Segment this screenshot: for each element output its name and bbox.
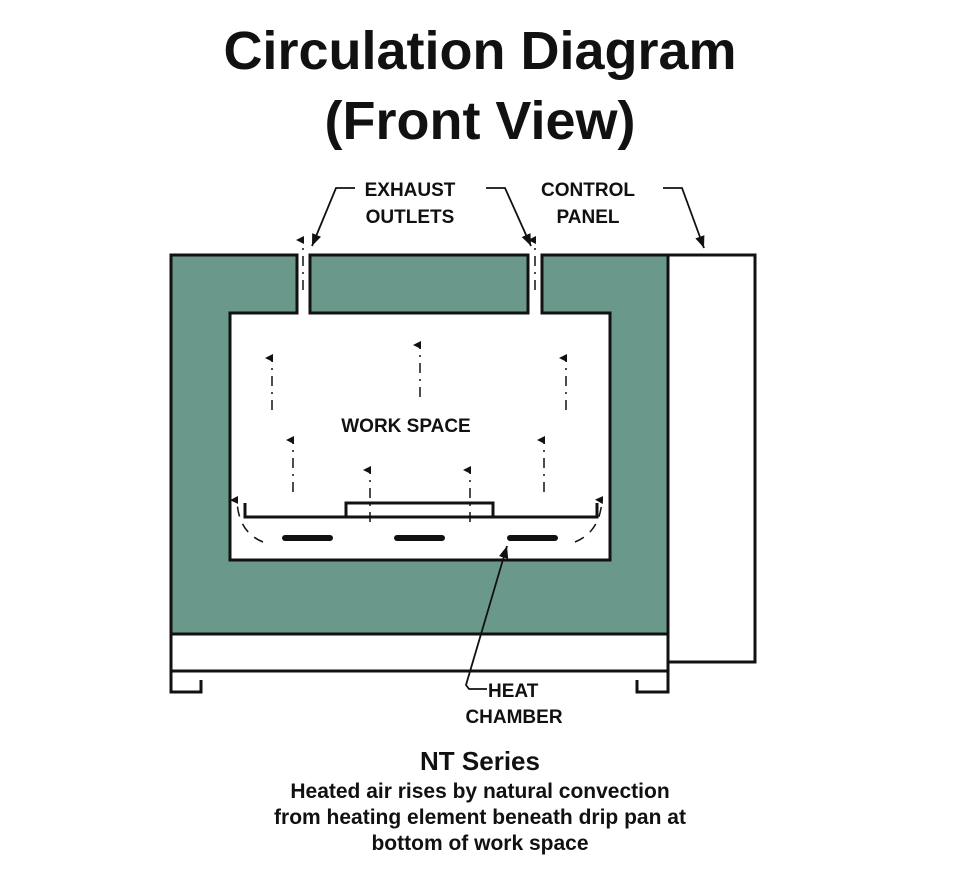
heat-label-line1: HEAT — [488, 681, 539, 702]
left-foot — [169, 671, 203, 694]
caption-line2: from heating element beneath drip pan at — [274, 806, 686, 829]
exhaust-label-line2: OUTLETS — [366, 207, 455, 228]
caption-line1: Heated air rises by natural convection — [290, 780, 670, 803]
control-panel — [666, 253, 757, 664]
series-name: NT Series — [420, 746, 540, 776]
oven-insulation — [169, 253, 670, 636]
exhaust-label-line1: EXHAUST — [365, 180, 456, 201]
right-foot — [635, 671, 670, 694]
diagram-title-line1: Circulation Diagram — [223, 21, 737, 81]
caption-line3: bottom of work space — [371, 832, 589, 855]
heat-label-line2: CHAMBER — [465, 707, 562, 728]
work-space-label: WORK SPACE — [341, 416, 470, 437]
airflow-curves — [230, 495, 604, 543]
drip-pan — [243, 503, 599, 519]
airflow-arrows — [265, 236, 567, 522]
control-label-line2: PANEL — [557, 207, 620, 228]
control-label-line1: CONTROL — [541, 180, 635, 201]
shelf-tray — [344, 501, 495, 517]
diagram-title-line2: (Front View) — [324, 91, 636, 151]
oven-base — [169, 632, 670, 673]
leader-lines — [311, 187, 705, 690]
